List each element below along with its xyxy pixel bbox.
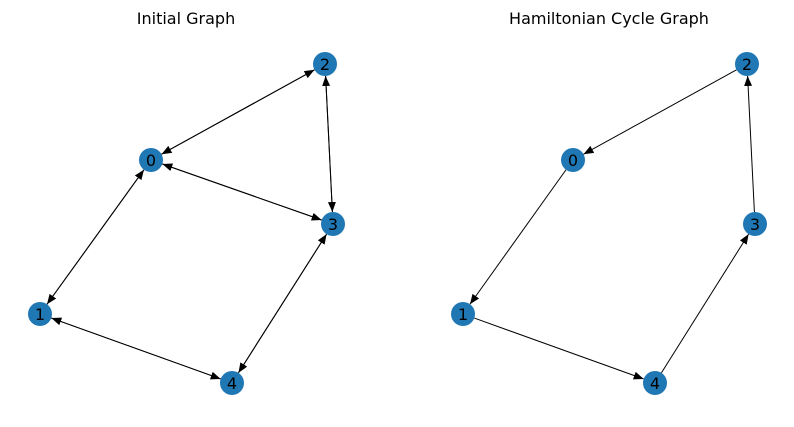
node-label-4: 4 — [650, 374, 660, 393]
node-1 — [451, 302, 475, 326]
edge-2-to-0 — [583, 69, 737, 155]
node-label-0: 0 — [146, 151, 156, 170]
node-3 — [743, 212, 767, 236]
hamiltonian-graph-nodes: 0 1 2 3 4 — [451, 52, 767, 395]
edge-3-to-2 — [322, 75, 333, 213]
node-label-2: 2 — [320, 55, 330, 74]
initial-graph-panel: Initial Graph 0 1 2 3 4 — [28, 9, 345, 395]
node-label-3: 3 — [328, 215, 338, 234]
hamiltonian-graph-title: Hamiltonian Cycle Graph — [509, 9, 709, 28]
node-label-0: 0 — [568, 151, 578, 170]
edge-4-to-3 — [238, 233, 327, 374]
edge-2-to-0 — [161, 69, 315, 155]
initial-graph-title: Initial Graph — [137, 9, 235, 28]
node-label-1: 1 — [35, 305, 45, 324]
initial-graph-edges — [46, 69, 336, 380]
edge-3-to-2 — [744, 75, 755, 213]
edge-0-to-1 — [469, 169, 567, 305]
node-3 — [321, 212, 345, 236]
edge-4-to-3 — [660, 233, 750, 374]
edge-1-to-4 — [474, 317, 644, 380]
node-label-2: 2 — [742, 55, 752, 74]
node-0 — [139, 148, 163, 172]
node-1 — [28, 302, 52, 326]
node-label-3: 3 — [750, 215, 760, 234]
node-label-4: 4 — [227, 374, 237, 393]
node-4 — [220, 371, 244, 395]
node-4 — [643, 371, 667, 395]
edge-1-to-0 — [46, 169, 145, 305]
hamiltonian-graph-panel: Hamiltonian Cycle Graph 0 1 2 3 4 — [451, 9, 767, 395]
node-0 — [561, 148, 585, 172]
edge-3-to-0 — [162, 163, 322, 221]
node-label-1: 1 — [458, 305, 468, 324]
node-2 — [735, 52, 759, 76]
hamiltonian-graph-edges — [469, 69, 755, 380]
initial-graph-nodes: 0 1 2 3 4 — [28, 52, 345, 395]
node-2 — [313, 52, 337, 76]
edge-4-to-1 — [51, 317, 221, 380]
